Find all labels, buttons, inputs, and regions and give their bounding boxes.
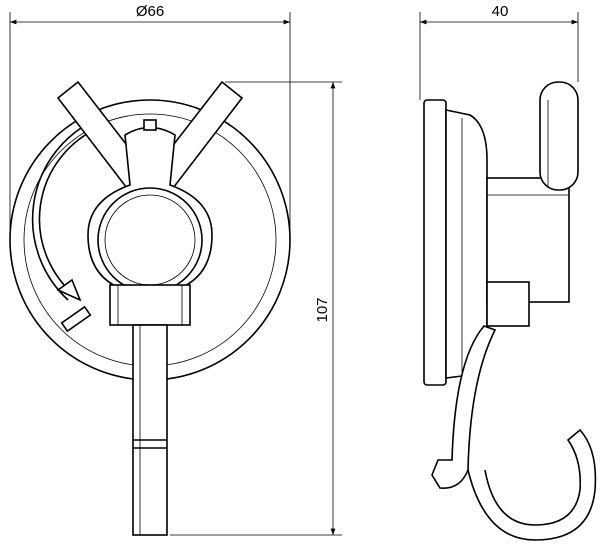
center-cap [97,187,203,293]
diameter-label: Ø66 [136,3,164,20]
hook-shaft [132,324,168,536]
suction-plate [423,99,447,386]
hook-mount-side [486,281,530,327]
front-view [9,80,291,536]
height-label: 107 [314,297,331,322]
depth-dimension: 40 [419,3,579,100]
depth-label: 40 [492,3,509,20]
top-knob [539,81,579,191]
hook-mount [109,284,191,326]
side-view [423,81,597,541]
rotation-arrow-icon [31,119,96,301]
height-dimension: 107 [170,81,342,536]
diameter-dimension: Ø66 [9,3,291,235]
